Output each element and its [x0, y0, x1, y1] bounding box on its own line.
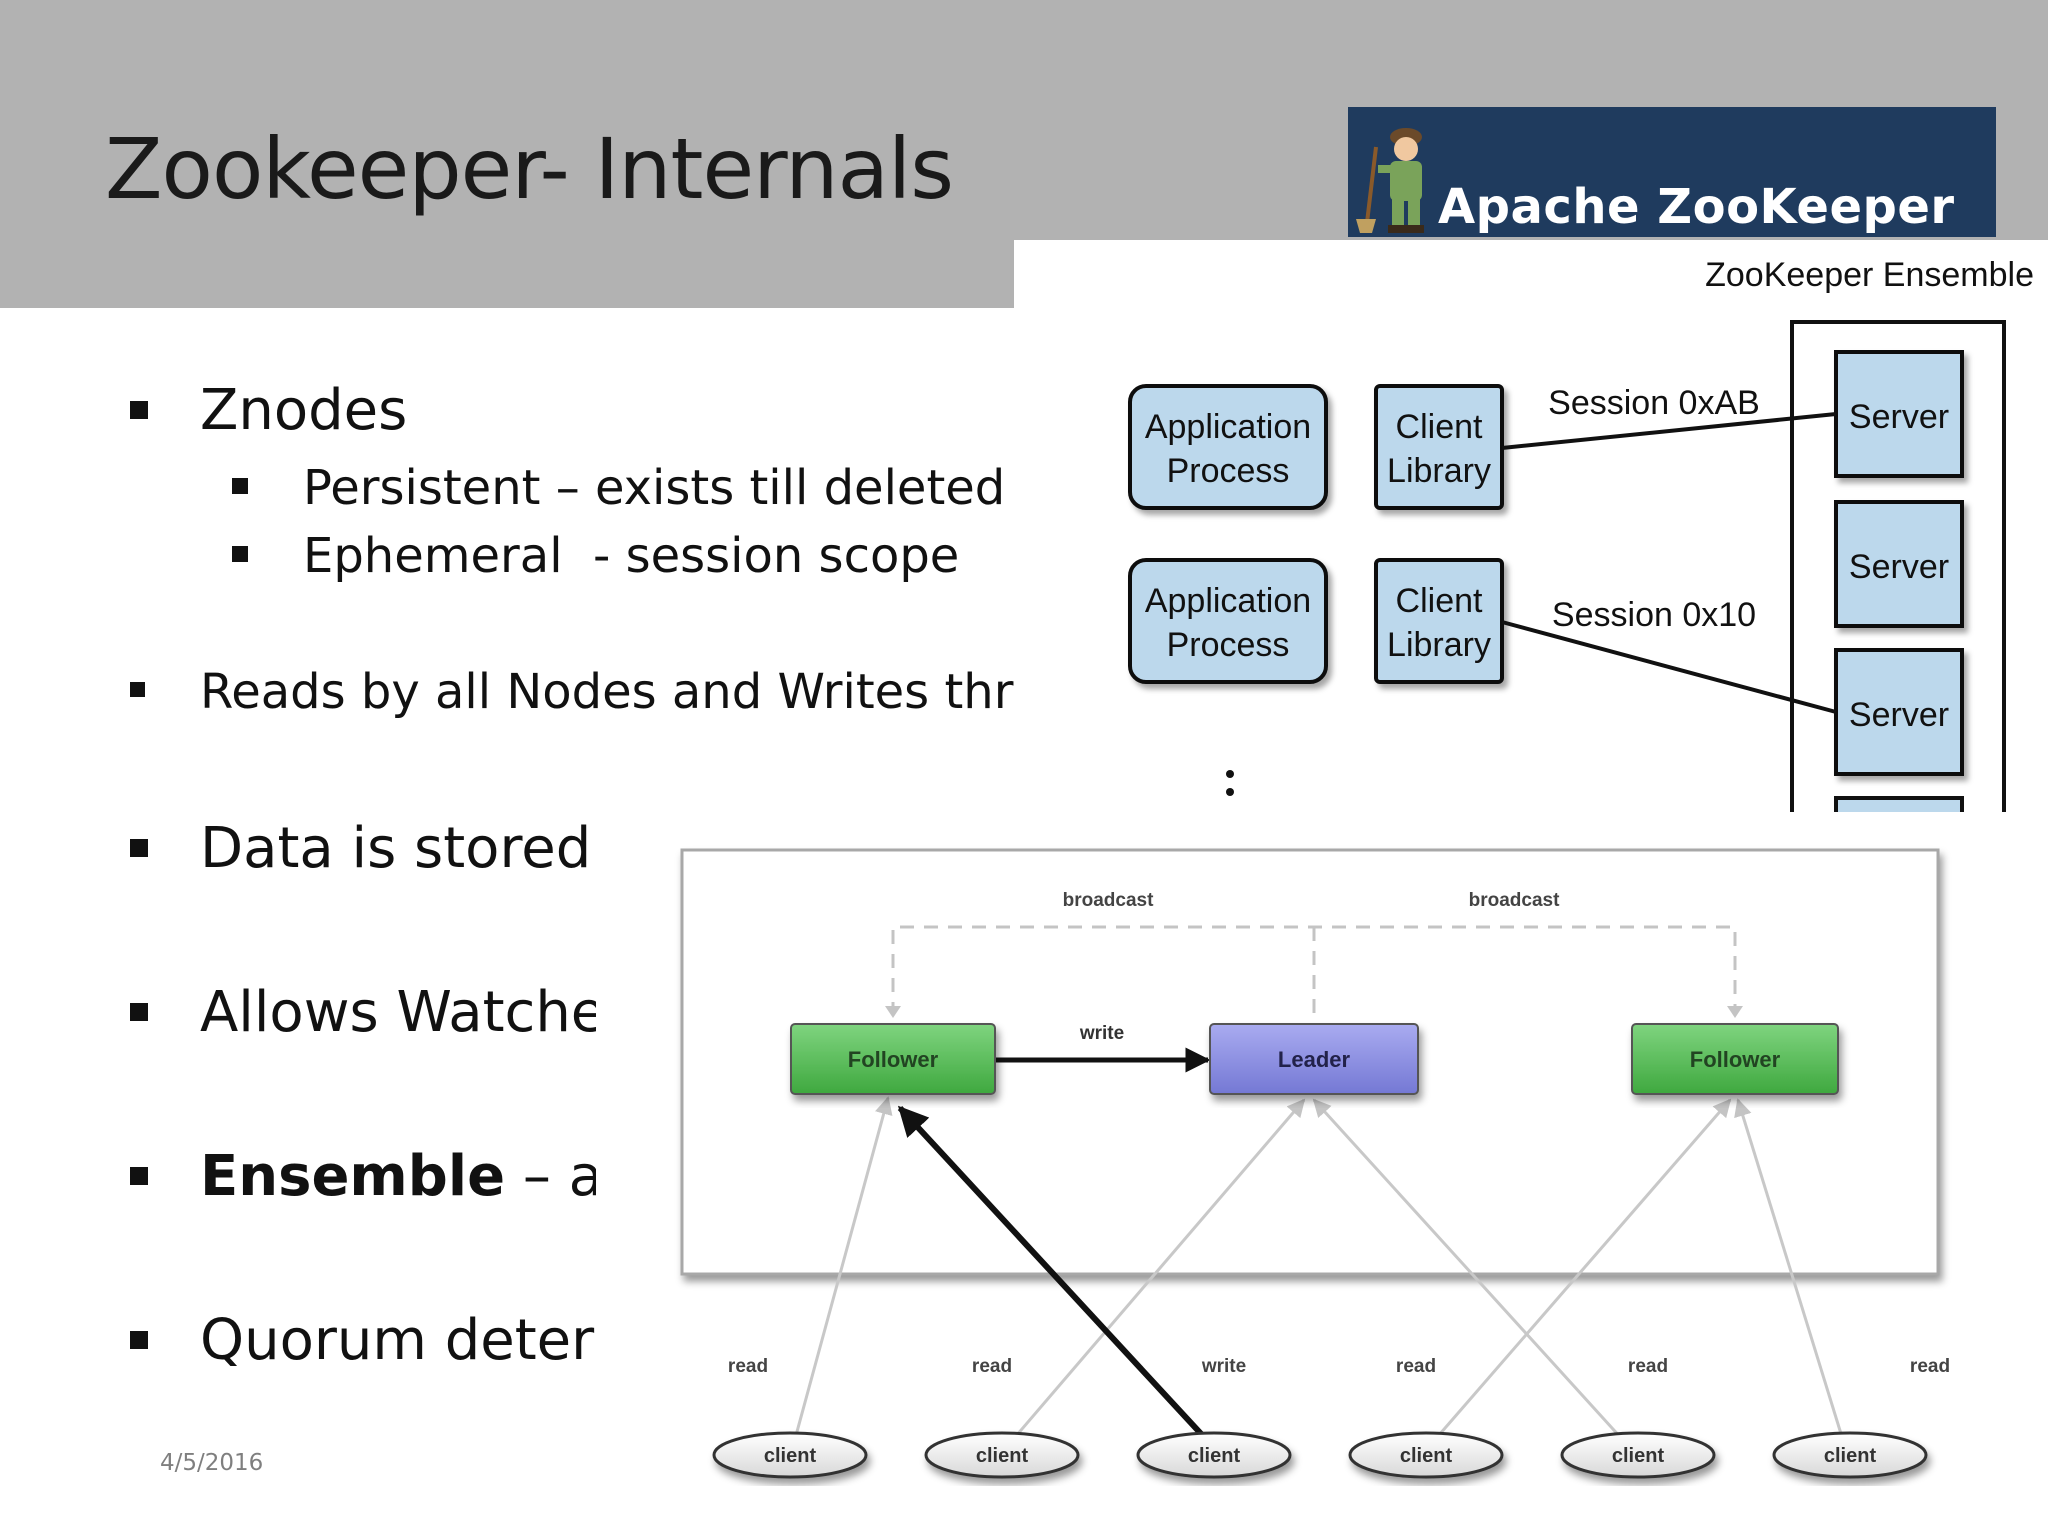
- bullet-quorum: Quorum deter: [0, 1308, 1100, 1388]
- client-write-line: [897, 1105, 1219, 1453]
- svg-text:Library: Library: [1387, 626, 1491, 664]
- bullet-square-icon: [232, 478, 248, 494]
- bullet-square-icon: [130, 839, 148, 857]
- bullet-text: Quorum deter: [200, 1308, 595, 1373]
- session-label: Session 0xAB: [1548, 384, 1760, 422]
- follower-node: Follower: [790, 1023, 996, 1095]
- application-process-box: Application Process: [1128, 558, 1328, 684]
- read-label: read: [728, 1356, 768, 1377]
- svg-text:client: client: [1824, 1445, 1877, 1467]
- broadcast-label: broadcast: [1063, 890, 1154, 911]
- bullet-watches: Allows Watche: [0, 980, 1100, 1060]
- svg-text:Client: Client: [1396, 408, 1483, 446]
- svg-text:Server: Server: [1849, 398, 1949, 436]
- svg-text:Process: Process: [1167, 626, 1290, 664]
- svg-text:client: client: [764, 1445, 817, 1467]
- server-box: Server: [1834, 648, 1964, 776]
- ellipsis-dot: [1226, 788, 1234, 796]
- bullet-square-icon: [130, 1003, 148, 1021]
- slide-date: 4/5/2016: [160, 1450, 264, 1476]
- svg-text:Server: Server: [1849, 696, 1949, 734]
- client-library-box: Client Library: [1374, 558, 1504, 684]
- session-label: Session 0x10: [1552, 596, 1756, 634]
- bullet-persistent: Persistent – exists till deleted: [0, 460, 1100, 540]
- bullet-ephemeral: Ephemeral - session scope: [0, 528, 1100, 608]
- read-label: read: [1396, 1356, 1436, 1377]
- client-node: client: [1136, 1431, 1292, 1479]
- ellipsis-dot: [1226, 770, 1234, 778]
- svg-text:Follower: Follower: [848, 1047, 939, 1072]
- ensemble-diagram: ZooKeeper Ensemble Application Process C…: [1014, 240, 2048, 812]
- bullet-square-icon: [130, 682, 145, 697]
- quorum-diagram: broadcast broadcast write Follower Leade…: [596, 812, 2048, 1536]
- logo-text: Apache ZooKeeper: [1438, 179, 1955, 235]
- broadcast-arrow-icon: [885, 1006, 901, 1018]
- read-label: read: [1910, 1356, 1950, 1377]
- svg-text:Server: Server: [1849, 548, 1949, 586]
- client-library-box: Client Library: [1374, 384, 1504, 510]
- svg-text:client: client: [1400, 1445, 1453, 1467]
- bullet-text: Reads by all Nodes and Writes throu: [200, 664, 1073, 720]
- svg-text:Process: Process: [1167, 452, 1290, 490]
- bullet-znodes: Znodes: [0, 378, 1100, 458]
- bullet-square-icon: [130, 1331, 148, 1349]
- session-line: [1501, 412, 1837, 450]
- svg-text:Library: Library: [1387, 452, 1491, 490]
- svg-text:Client: Client: [1396, 582, 1483, 620]
- server-box: Server: [1834, 500, 1964, 628]
- bullet-text: Persistent – exists till deleted: [303, 460, 1006, 516]
- apache-zookeeper-logo: Apache ZooKeeper: [1348, 107, 1996, 237]
- bullet-reads-writes: Reads by all Nodes and Writes throu: [0, 664, 1100, 744]
- bullet-square-icon: [130, 1167, 148, 1185]
- read-label: read: [1628, 1356, 1668, 1377]
- application-process-box: Application Process: [1128, 384, 1328, 510]
- server-box-partial: [1834, 796, 1964, 812]
- write-label: write: [1079, 1023, 1124, 1044]
- bullet-text: Data is stored: [200, 816, 592, 881]
- slide-title: Zookeeper- Internals: [105, 120, 954, 218]
- bullet-square-icon: [232, 546, 248, 562]
- client-node: client: [924, 1431, 1080, 1479]
- leader-node: Leader: [1209, 1023, 1419, 1095]
- svg-text:client: client: [976, 1445, 1029, 1467]
- quorum-diagram-svg: broadcast broadcast write Follower Leade…: [680, 848, 1950, 1479]
- svg-text:Follower: Follower: [1690, 1047, 1781, 1072]
- zookeeper-mascot-icon: [1356, 128, 1424, 233]
- bullet-bold-term: Ensemble: [200, 1144, 506, 1209]
- bullet-square-icon: [130, 401, 148, 419]
- follower-node: Follower: [1631, 1023, 1839, 1095]
- broadcast-label: broadcast: [1469, 890, 1560, 911]
- bullet-text: Ephemeral - session scope: [303, 528, 960, 584]
- svg-text:Leader: Leader: [1278, 1047, 1351, 1072]
- bullet-text: Allows Watche: [200, 980, 606, 1045]
- server-box: Server: [1834, 350, 1964, 478]
- read-label: read: [972, 1356, 1012, 1377]
- session-line: [1501, 620, 1837, 714]
- ensemble-label: ZooKeeper Ensemble: [1705, 256, 2034, 294]
- broadcast-arrow-icon: [1727, 1006, 1743, 1018]
- write-label: write: [1201, 1356, 1246, 1377]
- client-node: client: [1348, 1431, 1504, 1479]
- svg-text:Application: Application: [1145, 408, 1311, 446]
- ensemble-diagram-svg: ZooKeeper Ensemble Application Process C…: [1128, 256, 2034, 812]
- bullet-text: Znodes: [200, 378, 408, 443]
- client-connection-lines: [790, 1096, 1848, 1452]
- svg-text:client: client: [1612, 1445, 1665, 1467]
- client-node: client: [712, 1431, 868, 1479]
- client-node: client: [1560, 1431, 1716, 1479]
- bullet-text: Ensemble – a g: [200, 1144, 656, 1209]
- bullet-data-stored: Data is stored: [0, 816, 1100, 896]
- client-node: client: [1772, 1431, 1928, 1479]
- svg-text:Application: Application: [1145, 582, 1311, 620]
- ensemble-container: [1790, 320, 2006, 812]
- svg-text:client: client: [1188, 1445, 1241, 1467]
